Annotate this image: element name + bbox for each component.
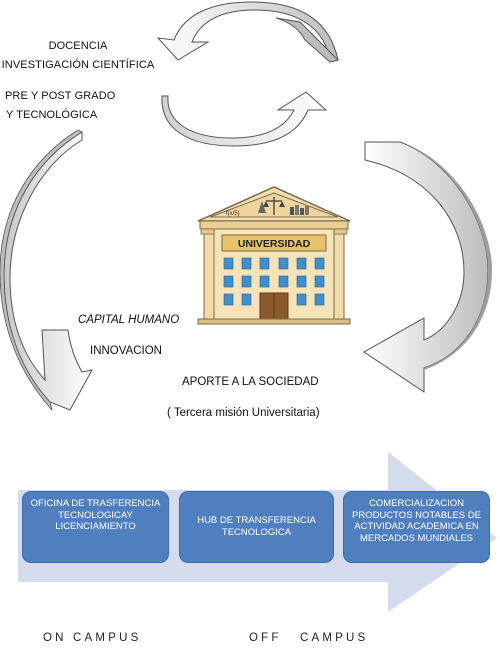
process-box-comercializacion: COMERCIALIZACION PRODUCTOS NOTABLES DE A… [343, 491, 490, 563]
cycle-arrow-middle [161, 91, 328, 147]
process-box-oficina: OFICINA DE TRASFERENCIA TECNOLOGICAY LIC… [22, 491, 169, 563]
label-on-campus: ON CAMPUS [43, 632, 142, 644]
label-pre-post-grado: PRE Y POST GRADO [5, 90, 116, 102]
label-capital-humano: CAPITAL HUMANO [78, 314, 180, 326]
label-innovacion: INNOVACION [90, 345, 162, 357]
label-investigacion: INVESTIGACIÓN CIENTÍFICA [1, 59, 155, 71]
label-docencia: DOCENCIA [48, 40, 108, 52]
process-box-comercializacion-text: COMERCIALIZACION PRODUCTOS NOTABLES DE A… [352, 498, 481, 544]
books-icon [290, 205, 309, 215]
process-box-hub: HUB DE TRANSFERENCIA TECNOLOGICA [179, 491, 334, 563]
building-windows [223, 257, 325, 306]
university-sign: UNIVERSIDAD [238, 238, 311, 250]
label-tecnologica: Y TECNOLÓGICA [6, 109, 98, 121]
process-box-oficina-text: OFICINA DE TRASFERENCIA TECNOLOGICAY LIC… [30, 498, 161, 532]
scales-icon [263, 197, 285, 215]
university-building-icon: f(x/5) UNIVERSIDAD [197, 186, 351, 325]
label-tercera-mision: ( Tercera misión Universitaria) [167, 407, 320, 419]
pediment-text: f(x/5) [226, 211, 240, 217]
label-aporte-sociedad: APORTE A LA SOCIEDAD [182, 376, 319, 388]
process-box-hub-text: HUB DE TRANSFERENCIA TECNOLOGICA [197, 515, 316, 538]
cycle-arrow-top [156, 1, 339, 63]
label-off-campus: OFF CAMPUS [249, 632, 369, 644]
left-curved-arrow [3, 131, 93, 411]
right-curved-arrow [363, 141, 489, 393]
